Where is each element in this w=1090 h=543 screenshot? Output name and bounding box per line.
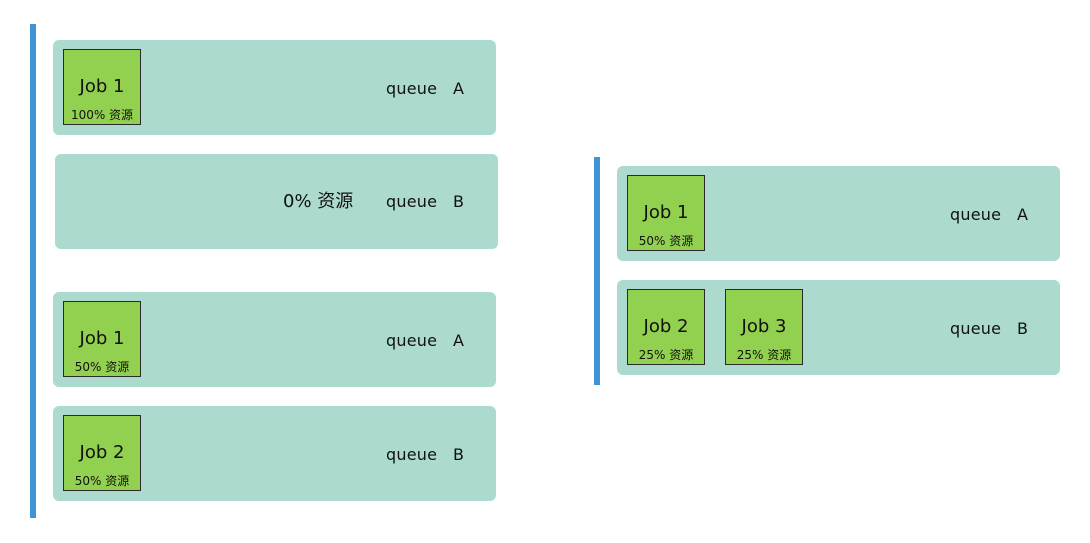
job-name: Job 2 xyxy=(79,442,125,463)
job-card: Job 2 25% 资源 xyxy=(627,289,705,365)
queue-b-box: 0% 资源 queue B xyxy=(55,154,498,249)
queue-label: queue B xyxy=(950,319,1029,338)
job-name: Job 2 xyxy=(643,316,689,337)
job-resource: 50% 资源 xyxy=(74,360,130,374)
free-resource-label: 0% 资源 xyxy=(283,191,354,212)
queue-label: queue A xyxy=(386,79,465,98)
queue-b-box: Job 2 50% 资源 queue B xyxy=(53,406,496,501)
queue-label: queue B xyxy=(386,192,465,211)
job-resource: 25% 资源 xyxy=(736,348,792,362)
job-resource: 50% 资源 xyxy=(638,234,694,248)
queue-a-box: Job 1 100% 资源 queue A xyxy=(53,40,496,135)
job-card: Job 3 25% 资源 xyxy=(725,289,803,365)
job-card: Job 1 50% 资源 xyxy=(627,175,705,251)
job-resource: 50% 资源 xyxy=(74,474,130,488)
job-card: Job 1 100% 资源 xyxy=(63,49,141,125)
left-group-bar xyxy=(30,24,36,518)
job-name: Job 1 xyxy=(79,76,125,97)
job-card: Job 1 50% 资源 xyxy=(63,301,141,377)
job-resource: 25% 资源 xyxy=(638,348,694,362)
job-name: Job 1 xyxy=(79,328,125,349)
queue-b-box: Job 2 25% 资源 Job 3 25% 资源 queue B xyxy=(617,280,1060,375)
queue-label: queue A xyxy=(950,205,1029,224)
right-group-bar xyxy=(594,157,600,385)
queue-a-box: Job 1 50% 资源 queue A xyxy=(617,166,1060,261)
job-name: Job 3 xyxy=(741,316,787,337)
job-name: Job 1 xyxy=(643,202,689,223)
job-resource: 100% 资源 xyxy=(70,108,134,122)
queue-a-box: Job 1 50% 资源 queue A xyxy=(53,292,496,387)
queue-label: queue B xyxy=(386,445,465,464)
job-card: Job 2 50% 资源 xyxy=(63,415,141,491)
queue-label: queue A xyxy=(386,331,465,350)
